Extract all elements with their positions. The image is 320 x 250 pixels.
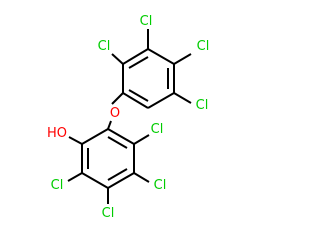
bond [133,172,150,183]
hydroxyl-label: HO [47,126,67,141]
bond [81,172,109,189]
bond [128,56,149,69]
bond [173,53,192,65]
bond [68,136,83,145]
bond [133,134,150,145]
chlorine-label: Cl [197,39,210,54]
chlorine-label: Cl [98,39,111,54]
bond [107,128,135,145]
bond [128,89,149,102]
bond [122,48,149,65]
chlorine-label: Cl [102,206,115,221]
molecule-drawing: Cl Cl Cl Cl O HO Cl Cl Cl Cl [47,14,210,221]
bond [147,48,175,65]
chlorine-label: Cl [154,178,167,193]
bond [147,92,175,109]
chlorine-label: Cl [140,14,153,29]
bond [107,136,128,149]
bond [173,92,192,104]
bond [107,172,135,189]
chlorine-label: Cl [151,122,164,137]
ether-bond [111,92,124,105]
bond [111,53,124,65]
lower-ring [81,128,135,189]
chlorine-label: Cl [196,98,209,113]
bond [122,92,149,109]
bond [107,168,128,181]
upper-ring [122,48,175,109]
ether-bond [107,120,112,130]
structure-diagram: Cl Cl Cl Cl O HO Cl Cl Cl Cl [46,14,210,221]
bond [67,172,83,182]
oxygen-label: O [110,106,120,121]
chlorine-label: Cl [51,178,64,193]
bond [81,128,109,145]
